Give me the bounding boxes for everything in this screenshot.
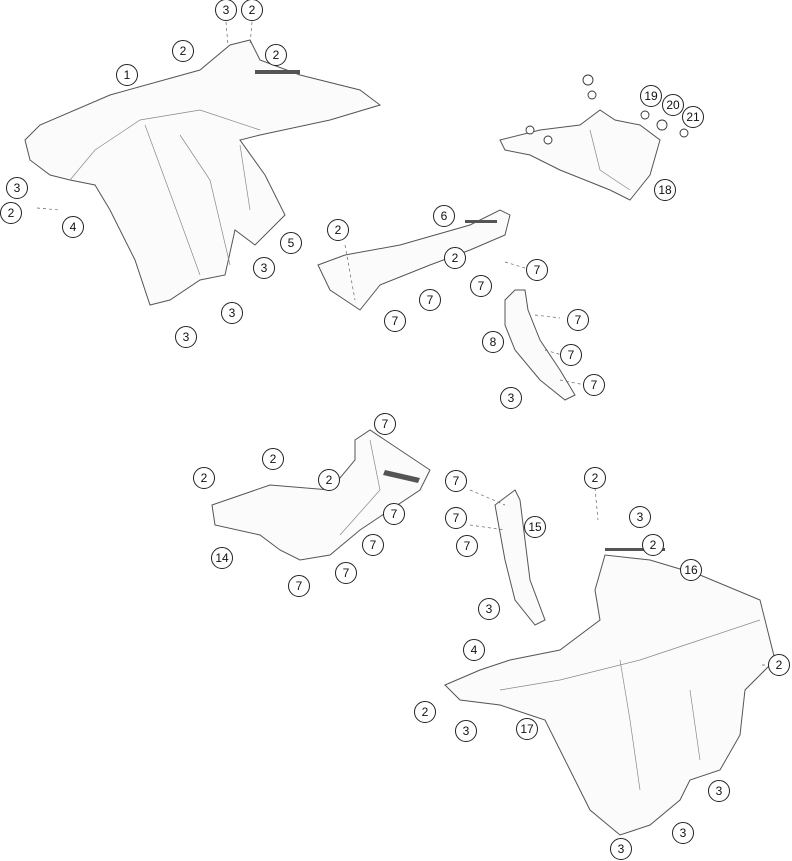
callout-3: 3 xyxy=(708,780,730,802)
callout-7: 7 xyxy=(288,575,310,597)
callout-2: 2 xyxy=(241,0,263,21)
callout-7: 7 xyxy=(335,562,357,584)
callout-4: 4 xyxy=(62,216,84,238)
callout-2: 2 xyxy=(584,467,606,489)
callout-3: 3 xyxy=(610,838,632,860)
part-14-trim xyxy=(211,429,431,561)
callout-5: 5 xyxy=(280,232,302,254)
callout-19: 19 xyxy=(640,85,662,107)
callout-1: 1 xyxy=(116,64,138,86)
callout-2: 2 xyxy=(768,654,790,676)
callout-7: 7 xyxy=(374,413,396,435)
part-8-trim xyxy=(504,289,586,401)
callout-2: 2 xyxy=(0,202,22,224)
callout-7: 7 xyxy=(583,374,605,396)
callout-3: 3 xyxy=(455,720,477,742)
callout-18: 18 xyxy=(654,179,676,201)
callout-7: 7 xyxy=(362,534,384,556)
callout-3: 3 xyxy=(629,506,651,528)
part-15-trim xyxy=(469,489,546,626)
callout-7: 7 xyxy=(384,310,406,332)
callout-2: 2 xyxy=(327,219,349,241)
callout-15: 15 xyxy=(524,516,546,538)
callout-3: 3 xyxy=(175,326,197,348)
callout-7: 7 xyxy=(560,344,582,366)
callout-7: 7 xyxy=(456,535,478,557)
callout-2: 2 xyxy=(642,534,664,556)
part-6-trim xyxy=(317,209,526,311)
callout-7: 7 xyxy=(419,289,441,311)
callout-7: 7 xyxy=(445,470,467,492)
callout-14: 14 xyxy=(211,547,233,569)
callout-3: 3 xyxy=(500,387,522,409)
callout-21: 21 xyxy=(682,106,704,128)
callout-8: 8 xyxy=(482,331,504,353)
callout-7: 7 xyxy=(445,507,467,529)
callout-3: 3 xyxy=(221,302,243,324)
callout-17: 17 xyxy=(516,718,538,740)
callout-2: 2 xyxy=(414,701,436,723)
callout-7: 7 xyxy=(383,503,405,525)
part-1-side-panel xyxy=(24,21,382,306)
callout-7: 7 xyxy=(470,275,492,297)
callout-7: 7 xyxy=(567,309,589,331)
callout-3: 3 xyxy=(478,598,500,620)
callout-16: 16 xyxy=(680,559,702,581)
callout-3: 3 xyxy=(215,0,237,21)
part-18-bracket xyxy=(499,74,689,201)
callout-2: 2 xyxy=(262,448,284,470)
callout-2: 2 xyxy=(444,247,466,269)
callout-6: 6 xyxy=(433,205,455,227)
part-16-side-panel xyxy=(444,487,776,836)
callout-3: 3 xyxy=(6,177,28,199)
callout-2: 2 xyxy=(318,469,340,491)
callout-2: 2 xyxy=(265,44,287,66)
callout-2: 2 xyxy=(172,40,194,62)
callout-2: 2 xyxy=(193,467,215,489)
callout-4: 4 xyxy=(463,639,485,661)
callout-3: 3 xyxy=(672,822,694,844)
callout-3: 3 xyxy=(253,257,275,279)
callout-20: 20 xyxy=(662,94,684,116)
callout-7: 7 xyxy=(526,259,548,281)
